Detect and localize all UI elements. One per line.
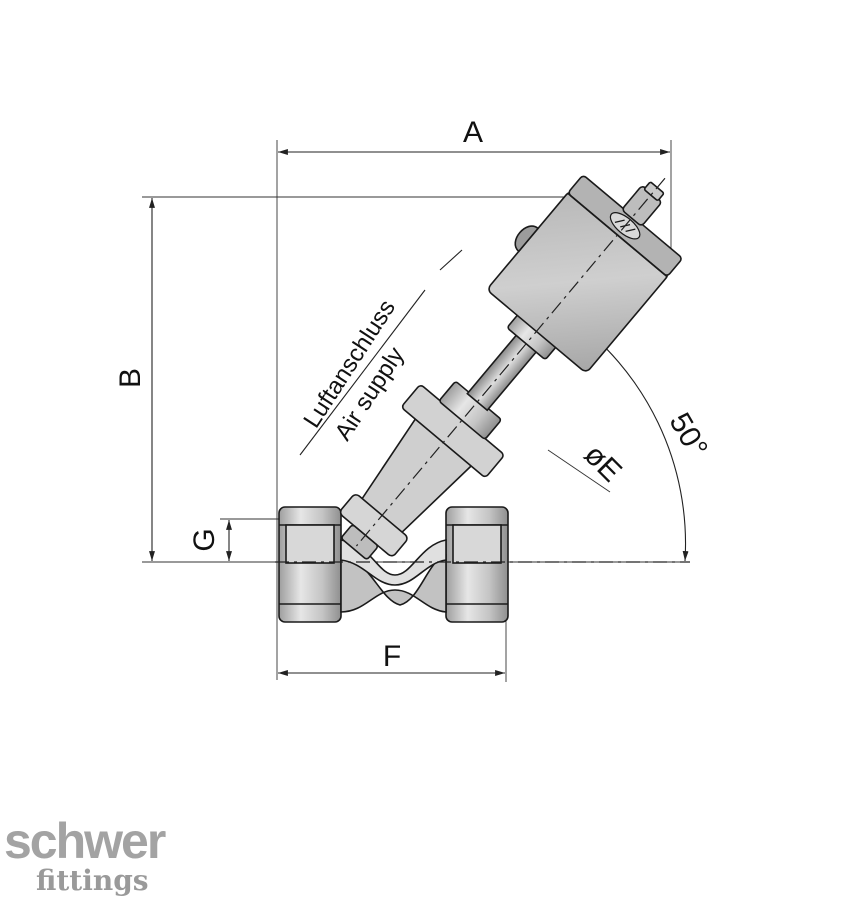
label-angle: 50° xyxy=(663,407,714,463)
air-supply-port xyxy=(514,225,540,253)
label-f: F xyxy=(383,640,401,673)
air-supply-leader xyxy=(299,289,426,456)
logo-sub-text: fittings xyxy=(36,864,149,897)
company-logo: schwer fittings xyxy=(4,813,168,897)
actuator-assembly xyxy=(339,175,682,560)
logo-main-text: schwer xyxy=(4,813,166,869)
air-supply-tick xyxy=(439,249,463,271)
label-g: G xyxy=(188,528,221,551)
extension-line-e xyxy=(547,449,611,493)
label-e: øE xyxy=(577,438,627,488)
label-b: B xyxy=(114,368,147,388)
valve-body xyxy=(278,506,509,623)
label-a: A xyxy=(463,116,483,149)
actuator-center-line xyxy=(355,177,666,547)
